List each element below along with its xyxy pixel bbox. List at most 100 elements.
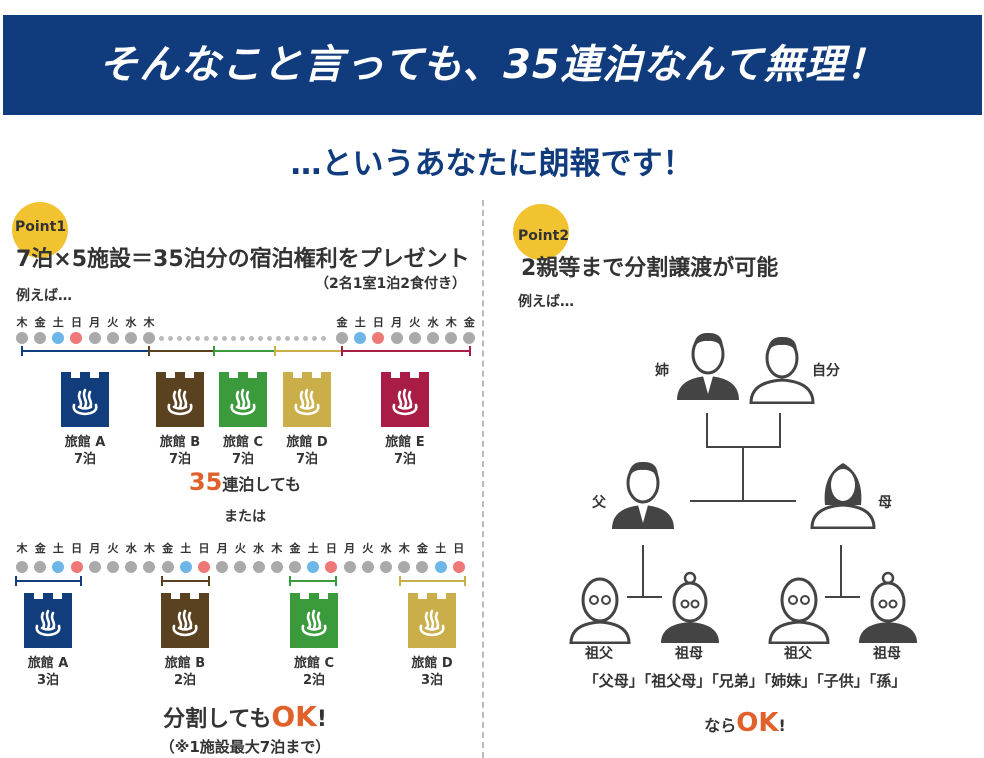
day-dot — [70, 332, 83, 344]
ellipsis-dot — [303, 336, 308, 341]
day-dot — [270, 561, 283, 573]
day-dot — [343, 561, 356, 573]
day-dot — [34, 332, 47, 344]
day-dot — [434, 561, 447, 573]
tree-line — [742, 446, 744, 501]
day-label: 水 — [125, 316, 137, 329]
onsen-inn-icon — [24, 593, 72, 648]
day-label: 月 — [89, 542, 101, 555]
exclaim: ! — [778, 716, 786, 735]
inn-name: 旅館 A — [27, 656, 69, 671]
relations-text: 「父母」「祖父母」「兄弟」「姉妹」「子供」「孫」 — [583, 672, 907, 690]
day-label: 金 — [416, 542, 428, 555]
day-dot — [143, 561, 156, 573]
inn-nights: 7泊 — [393, 452, 417, 467]
day-label: 土 — [354, 316, 366, 329]
grandmother-label: 祖母 — [873, 646, 901, 662]
inn-name: 旅館 B — [159, 435, 201, 450]
ellipsis-dot — [186, 336, 191, 341]
day-label: 火 — [107, 316, 119, 329]
ellipsis-dot — [195, 336, 200, 341]
day-dot — [88, 332, 101, 344]
day-dot — [452, 561, 465, 573]
day-label: 月 — [216, 542, 228, 555]
mother-label: 母 — [878, 495, 892, 511]
exclaim: ! — [316, 707, 327, 732]
ellipsis-dot — [222, 336, 227, 341]
grandfather-icon — [764, 570, 834, 644]
point2-badge — [513, 204, 569, 260]
day-label: 日 — [70, 316, 82, 329]
day-dot — [88, 561, 101, 573]
tree-line — [840, 545, 842, 598]
onsen-inn-icon — [156, 372, 204, 427]
day-dot — [179, 561, 192, 573]
day-label: 金 — [34, 542, 46, 555]
inn-nights: 3泊 — [36, 673, 60, 688]
sister-label: 姉 — [655, 363, 669, 379]
ellipsis-dot — [204, 336, 209, 341]
inn-name: 旅館 C — [293, 656, 335, 671]
point1-badge-label: Point1 — [15, 219, 67, 235]
onsen-inn-icon — [161, 593, 209, 648]
tree-line — [825, 596, 860, 598]
day-label: 日 — [453, 542, 465, 555]
mother-icon — [808, 455, 878, 529]
day-label: 木 — [271, 542, 283, 555]
point1-example: 例えば… — [16, 288, 72, 304]
day-label: 金 — [463, 316, 475, 329]
inn-label: 旅館 C 2泊 — [274, 655, 354, 689]
day-dot — [307, 561, 320, 573]
day-label: 土 — [307, 542, 319, 555]
onsen-inn-icon — [283, 372, 331, 427]
point2-example: 例えば… — [518, 294, 574, 310]
day-dot — [234, 561, 247, 573]
day-dot — [34, 561, 47, 573]
ellipsis-dot — [276, 336, 281, 341]
day-dot — [398, 561, 411, 573]
day-label: 土 — [180, 542, 192, 555]
point1-badge — [12, 202, 68, 258]
grandfather-label: 祖父 — [784, 646, 812, 662]
range-tick — [148, 346, 150, 356]
father-label: 父 — [592, 495, 606, 511]
point2-badge-label: Point2 — [518, 228, 570, 244]
day-label: 月 — [391, 316, 403, 329]
stay-range-line — [342, 350, 470, 352]
day-dot — [325, 561, 338, 573]
range-tick — [469, 346, 471, 356]
day-label: 日 — [325, 542, 337, 555]
tree-line — [779, 413, 781, 448]
day-label: 火 — [107, 542, 119, 555]
day-label: 日 — [71, 542, 83, 555]
grandmother-icon — [655, 570, 725, 644]
grandfather-label: 祖父 — [585, 646, 613, 662]
ellipsis-dot — [159, 336, 164, 341]
inn-nights: 3泊 — [420, 673, 444, 688]
inn-nights: 2泊 — [302, 673, 326, 688]
onsen-inn-icon — [219, 372, 267, 427]
day-dot — [361, 561, 374, 573]
day-dot — [463, 332, 476, 344]
range-tick — [15, 576, 17, 586]
day-dot — [445, 332, 458, 344]
consecutive-label: 連泊しても — [222, 475, 302, 494]
ok-label: OK — [736, 708, 779, 738]
day-label: 金 — [34, 316, 46, 329]
day-label: 木 — [16, 316, 28, 329]
day-dot — [380, 561, 392, 573]
ellipsis-dot — [231, 336, 236, 341]
day-dot — [216, 561, 229, 573]
stay-range-line — [149, 350, 214, 352]
nara-ok-text: ならOK! — [640, 708, 850, 738]
stay-range-line — [290, 580, 336, 582]
day-label: 木 — [398, 542, 410, 555]
tree-line — [642, 545, 644, 598]
stay-range-line — [214, 350, 275, 352]
day-dot — [106, 332, 119, 344]
inn-label: 旅館 A 3泊 — [8, 655, 88, 689]
day-dot — [408, 332, 421, 344]
